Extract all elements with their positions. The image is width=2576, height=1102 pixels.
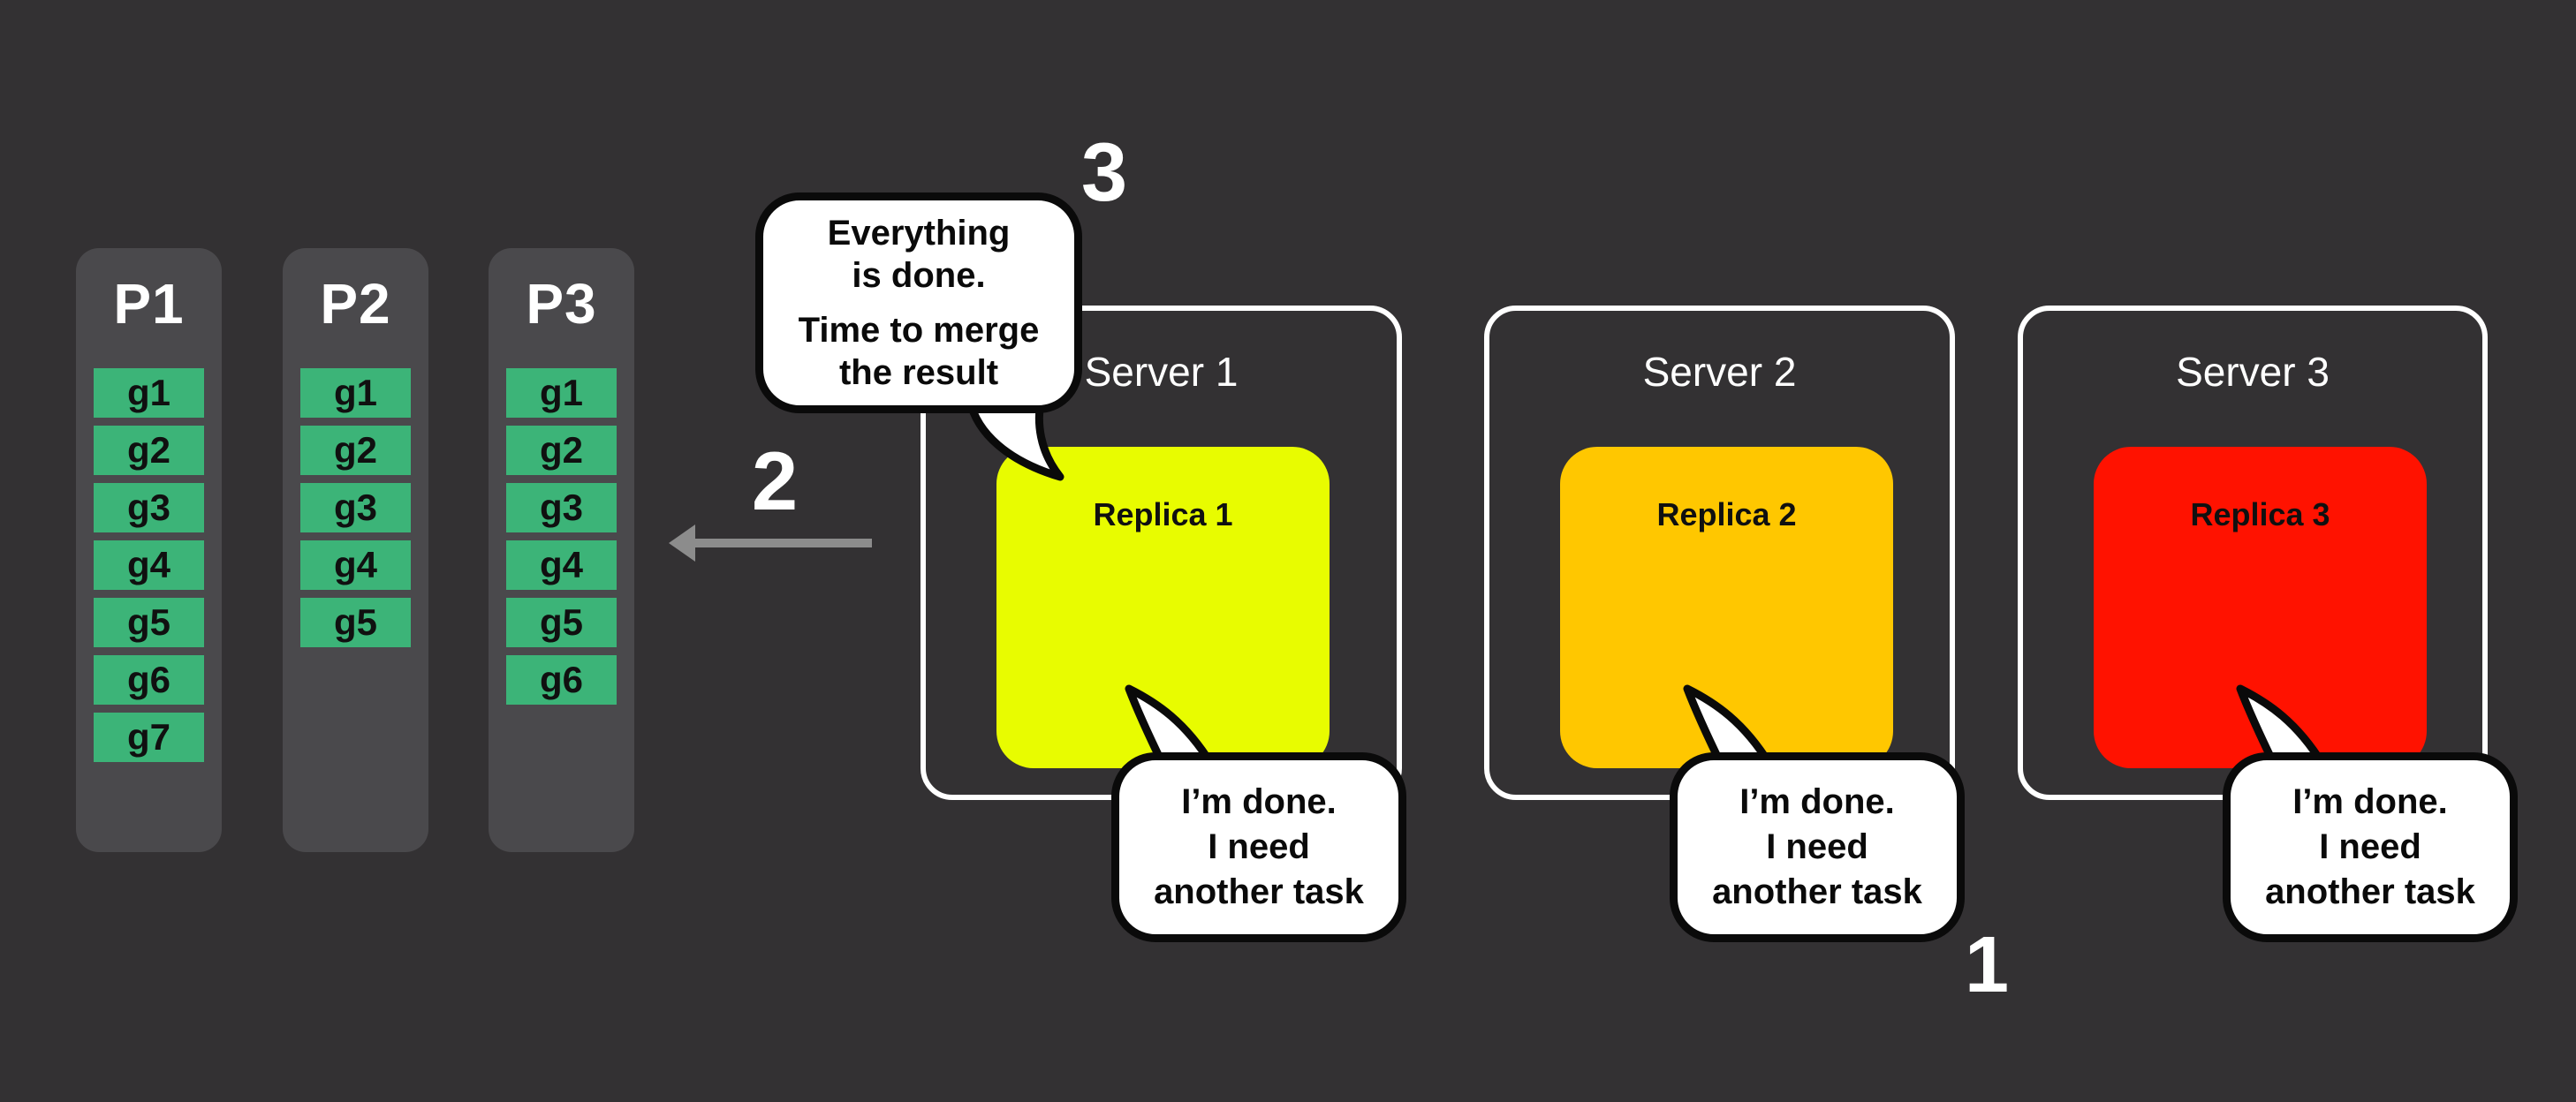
speech-bubble-line: I’m done. bbox=[1739, 781, 1895, 821]
task-chip-list: g1 g2 g3 g4 g5 g6 g7 bbox=[94, 368, 204, 762]
task-chip: g2 bbox=[300, 426, 411, 475]
partition-title: P1 bbox=[113, 272, 185, 336]
speech-bubble-line: Everything bbox=[827, 214, 1011, 253]
server-box-1: Server 1 Replica 1 bbox=[921, 306, 1402, 800]
task-chip: g1 bbox=[300, 368, 411, 418]
partition-title: P2 bbox=[320, 272, 391, 336]
replica-card-1: Replica 1 bbox=[996, 447, 1330, 768]
speech-bubble-done-1: I’m done. I need another task bbox=[1111, 752, 1406, 942]
task-chip: g4 bbox=[506, 540, 617, 590]
task-chip: g3 bbox=[506, 483, 617, 532]
server-title: Server 1 bbox=[1084, 349, 1239, 395]
task-chip: g3 bbox=[94, 483, 204, 532]
speech-bubble-line: I need bbox=[2319, 826, 2421, 866]
speech-bubble-line: the result bbox=[838, 353, 999, 392]
task-chip: g3 bbox=[300, 483, 411, 532]
server-title: Server 3 bbox=[2176, 349, 2330, 395]
speech-bubble-line: I’m done. bbox=[2292, 781, 2448, 821]
partition-column-p2: P2 g1 g2 g3 g4 g5 bbox=[283, 248, 428, 852]
task-chip: g1 bbox=[94, 368, 204, 418]
speech-bubble-line: I need bbox=[1766, 826, 1868, 866]
arrow-left-icon bbox=[669, 525, 872, 562]
speech-bubble-line: is done. bbox=[852, 256, 986, 295]
partition-title: P3 bbox=[526, 272, 597, 336]
speech-bubble-line: another task bbox=[1154, 872, 1364, 912]
replica-label: Replica 3 bbox=[2190, 496, 2330, 532]
speech-bubble-line: I’m done. bbox=[1181, 781, 1337, 821]
partition-column-p3: P3 g1 g2 g3 g4 g5 g6 bbox=[489, 248, 634, 852]
replica-card-3: Replica 3 bbox=[2094, 447, 2427, 768]
step-2-label: 2 bbox=[751, 434, 799, 527]
task-chip-list: g1 g2 g3 g4 g5 bbox=[300, 368, 411, 647]
task-chip: g4 bbox=[300, 540, 411, 590]
step-3-label: 3 bbox=[1080, 125, 1128, 218]
task-chip: g5 bbox=[506, 598, 617, 647]
task-chip: g5 bbox=[300, 598, 411, 647]
task-chip: g2 bbox=[94, 426, 204, 475]
speech-bubble-line: another task bbox=[2265, 872, 2475, 912]
server-box-3: Server 3 Replica 3 bbox=[2018, 306, 2488, 800]
speech-bubble-line: I need bbox=[1208, 826, 1310, 866]
task-chip: g5 bbox=[94, 598, 204, 647]
speech-bubble-done-3: I’m done. I need another task bbox=[2223, 752, 2518, 942]
speech-bubble-line: another task bbox=[1712, 872, 1922, 912]
task-chip: g6 bbox=[94, 655, 204, 705]
partition-column-p1: P1 g1 g2 g3 g4 g5 g6 g7 bbox=[76, 248, 222, 852]
replica-label: Replica 2 bbox=[1656, 496, 1797, 532]
task-chip: g1 bbox=[506, 368, 617, 418]
speech-tail-icon bbox=[1125, 684, 1216, 768]
speech-bubble-line: Time to merge bbox=[798, 311, 1040, 350]
speech-tail-icon bbox=[966, 396, 1064, 481]
server-title: Server 2 bbox=[1642, 349, 1797, 395]
task-chip: g7 bbox=[94, 713, 204, 762]
task-chip: g2 bbox=[506, 426, 617, 475]
speech-tail-icon bbox=[2236, 684, 2327, 768]
task-chip: g6 bbox=[506, 655, 617, 705]
speech-bubble-merge: Everything is done. Time to merge the re… bbox=[755, 192, 1082, 413]
task-chip: g4 bbox=[94, 540, 204, 590]
speech-bubble-done-2: I’m done. I need another task bbox=[1670, 752, 1965, 942]
step-1-label: 1 bbox=[1964, 921, 2010, 1009]
speech-tail-icon bbox=[1683, 684, 1774, 768]
task-chip-list: g1 g2 g3 g4 g5 g6 bbox=[506, 368, 617, 705]
replica-label: Replica 1 bbox=[1093, 496, 1233, 532]
